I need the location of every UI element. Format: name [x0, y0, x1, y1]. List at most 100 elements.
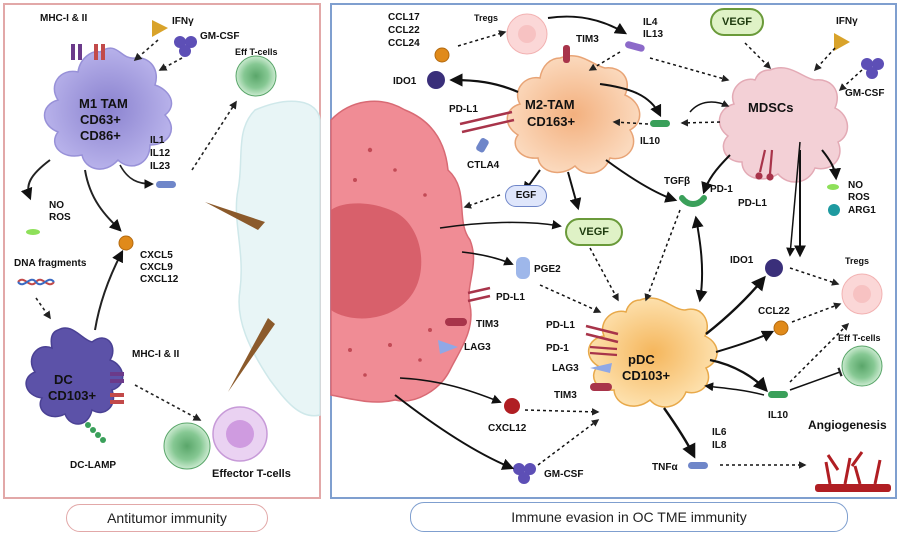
effector-tcell-green [163, 422, 211, 470]
label-cxcl5: CXCL5 [140, 250, 173, 261]
ccl-icon [434, 47, 450, 63]
ccl22-icon [773, 320, 789, 336]
mhc-receptor-icon [71, 44, 105, 60]
label-m2-title: M2-TAM [525, 97, 575, 112]
label-tnfa: TNFα [652, 462, 678, 473]
vegf-badge-top: VEGF [710, 8, 764, 36]
pdl1-receptor-icon [459, 110, 515, 134]
label-cxcl12: CXCL12 [140, 274, 179, 285]
label-gmcsf-left: GM-CSF [200, 31, 240, 42]
tgfb-icon [679, 195, 707, 207]
label-il1: IL1 [150, 135, 165, 146]
label-cxcl12-right: CXCL12 [488, 423, 527, 434]
eff-tcell-right [841, 345, 883, 387]
cxcl-icon [118, 235, 134, 251]
label-eff-right: Eff T-cells [838, 333, 881, 343]
tumor-lag3-receptor-icon [438, 340, 458, 354]
pge2-icon [516, 257, 530, 279]
gmcsf-icon-bottom [513, 463, 536, 484]
angiogenesis-icon [815, 451, 891, 492]
no-ros-icon [26, 229, 40, 235]
effector-tcell-nucleus [226, 420, 254, 448]
label-tregs-right: Tregs [845, 256, 870, 266]
label-tregs-top: Tregs [474, 13, 499, 23]
right-arrows [394, 15, 863, 470]
label-lag3-tumor: LAG3 [464, 342, 491, 353]
left-arrows [20, 39, 237, 421]
label-no-right: NO [848, 180, 863, 191]
il-cytokine-icon [156, 181, 176, 188]
label-il10-top: IL10 [640, 136, 661, 147]
m1-tam-cell [43, 47, 173, 170]
label-m1-cd86: CD86+ [80, 128, 121, 143]
label-pdc-cd103: CD103+ [622, 368, 671, 383]
pdc-cell [587, 297, 718, 408]
label-ros-right: ROS [848, 192, 870, 203]
caption-immune-evasion: Immune evasion in OC TME immunity [410, 502, 848, 532]
ifng-icon-right [834, 33, 850, 51]
label-mdscs: MDSCs [748, 100, 794, 115]
label-ccl22: CCL22 [758, 306, 790, 317]
label-ros-left: ROS [49, 212, 71, 223]
label-tim3-top: TIM3 [576, 34, 599, 45]
label-il10-bottom: IL10 [768, 410, 789, 421]
il4-cytokine-icon [625, 41, 645, 52]
dc-mhc-receptor-icon [110, 372, 124, 404]
label-il8: IL8 [712, 440, 727, 451]
label-angiogenesis: Angiogenesis [808, 418, 887, 432]
dc-cell [25, 327, 124, 425]
label-ifng-left: IFNγ [172, 16, 194, 27]
tumor-nucleus [331, 203, 422, 319]
eff-tcell-small-left [235, 55, 277, 97]
label-tim3-tumor: TIM3 [476, 319, 499, 330]
label-gmcsf-bottom: GM-CSF [544, 469, 584, 480]
brown-arrow-1 [205, 202, 265, 230]
label-no-left: NO [49, 200, 64, 211]
label-pdl1-m2: PD-L1 [449, 104, 478, 115]
label-ccl17: CCL17 [388, 12, 420, 23]
label-pd1-pdc: PD-1 [546, 343, 569, 354]
label-dc-lamp: DC-LAMP [70, 460, 117, 471]
arg1-icon [828, 204, 840, 216]
label-pdl1-tumor: PD-L1 [496, 292, 525, 303]
label-m1-title: M1 TAM [79, 96, 128, 111]
il10-icon-top [650, 120, 670, 127]
vegf-badge-mid: VEGF [565, 218, 623, 246]
label-mhc-dc: MHC-I & II [132, 349, 180, 360]
label-effector: Effector T-cells [212, 468, 291, 480]
label-eff-small: Eff T-cells [235, 47, 278, 57]
gmcsf-icon-right [861, 58, 884, 79]
pdc-tim3-receptor-icon [590, 383, 612, 391]
caption-antitumor: Antitumor immunity [66, 504, 268, 532]
label-pdc-title: pDC [628, 352, 655, 367]
label-tim3-pdc: TIM3 [554, 390, 577, 401]
no-icon-right [827, 184, 839, 190]
label-pdl1-pdc: PD-L1 [546, 320, 575, 331]
ido1-icon-left [427, 71, 445, 89]
dna-icon [17, 278, 55, 286]
cxcl12-icon [504, 398, 520, 414]
tregs-nucleus-top [518, 25, 536, 43]
pdc-lag3-receptor-icon [590, 363, 612, 373]
label-il4: IL4 [643, 17, 658, 28]
dc-lamp-icon [85, 422, 106, 443]
label-il12: IL12 [150, 148, 171, 159]
label-lag3-pdc: LAG3 [552, 363, 579, 374]
label-pd1-mdsc: PD-1 [710, 184, 733, 195]
label-ccl22-top: CCL22 [388, 25, 420, 36]
tim3-receptor-icon [563, 45, 570, 63]
ido1-icon-right [765, 259, 783, 277]
mdscs-cell [718, 67, 849, 183]
tumor-speckles [348, 147, 432, 377]
label-ctla4: CTLA4 [467, 160, 500, 171]
label-m1-cd63: CD63+ [80, 112, 121, 127]
label-ido1-left: IDO1 [393, 76, 417, 87]
pdc-pd1-receptor-icon [589, 345, 618, 357]
label-ido1-right: IDO1 [730, 255, 754, 266]
label-mhc-top: MHC-I & II [40, 13, 88, 24]
label-il13: IL13 [643, 29, 664, 40]
tumor-pdl1-receptor-icon [467, 286, 491, 303]
ifng-icon [152, 20, 168, 37]
